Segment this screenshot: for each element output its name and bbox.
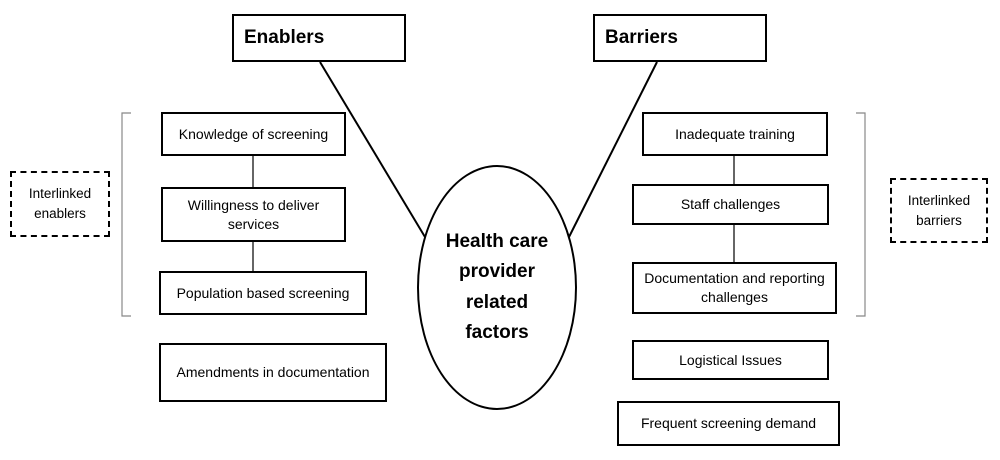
enabler-willingness-box: Willingness to deliver services bbox=[161, 187, 346, 242]
enablers-connector bbox=[319, 61, 426, 238]
barrier-documentation-box: Documentation and reporting challenges bbox=[632, 262, 837, 314]
enablers-header: Enablers bbox=[232, 14, 406, 62]
enablers-bracket bbox=[121, 112, 131, 317]
barrier-logistical-box: Logistical Issues bbox=[632, 340, 829, 380]
barriers-bracket bbox=[856, 112, 866, 317]
barrier-training-box: Inadequate training bbox=[642, 112, 828, 156]
interlinked-barriers-label: Interlinked barriers bbox=[890, 178, 988, 243]
enabler-amendments-box: Amendments in documentation bbox=[159, 343, 387, 402]
enabler-knowledge-box: Knowledge of screening bbox=[161, 112, 346, 156]
interlinked-enablers-label: Interlinked enablers bbox=[10, 171, 110, 237]
center-factor-ellipse: Health care provider related factors bbox=[417, 165, 577, 410]
barrier-frequent-box: Frequent screening demand bbox=[617, 401, 840, 446]
barriers-header: Barriers bbox=[593, 14, 767, 62]
barriers-connector bbox=[568, 61, 658, 238]
barrier-staff-box: Staff challenges bbox=[632, 184, 829, 225]
enabler-population-box: Population based screening bbox=[159, 271, 367, 315]
